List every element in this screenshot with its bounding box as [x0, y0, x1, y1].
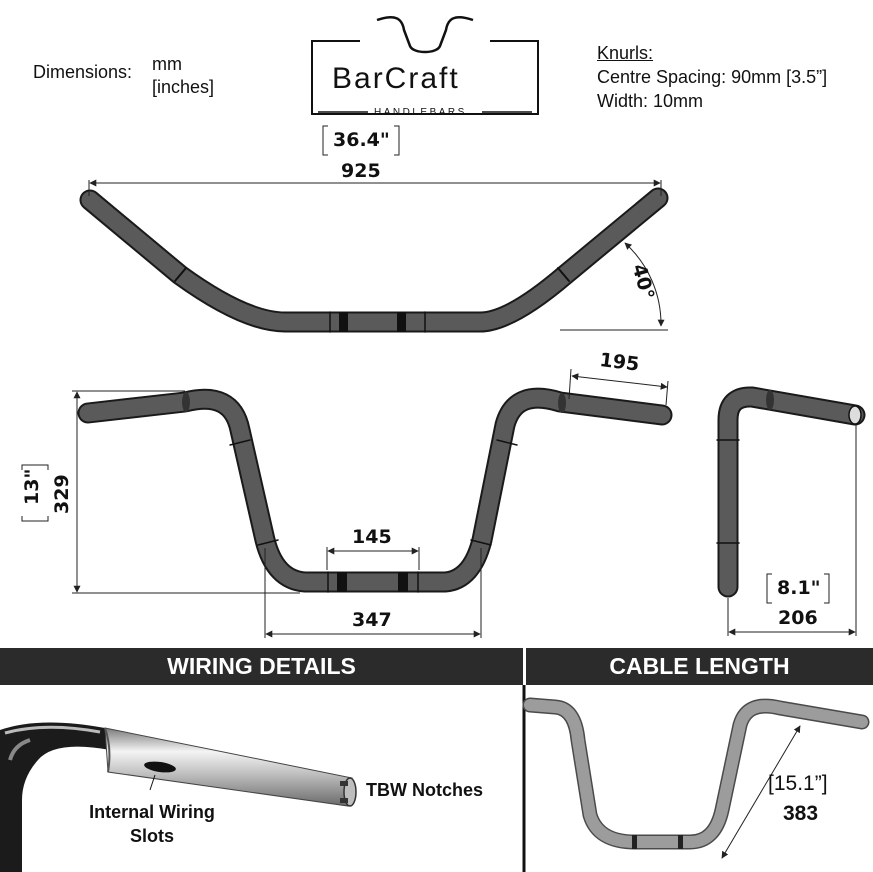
cable-length-inches: [15.1”]	[768, 772, 828, 795]
rear-end-length: 195	[598, 349, 641, 376]
rear-base-width: 347	[352, 609, 392, 631]
side-dimensions	[727, 425, 857, 636]
dimensions-label: Dimensions:	[33, 62, 133, 82]
cable-length-banner: CABLE LENGTH	[526, 648, 873, 685]
brand-logo-text: BarCraft	[332, 62, 460, 95]
angle-dimension	[560, 242, 668, 331]
rear-center-width: 145	[352, 526, 392, 548]
front-width-dimension	[88, 125, 662, 196]
tbw-notches-label: TBW Notches	[366, 780, 483, 800]
side-pullback-inches: 8.1"	[777, 577, 821, 599]
cable-length-mm: 383	[783, 802, 819, 825]
side-view-bar	[716, 386, 866, 598]
units-legend: mm [inches]	[152, 53, 214, 98]
rear-dimensions	[21, 368, 669, 638]
rear-view-bar	[77, 387, 673, 593]
units-mm: mm	[152, 54, 182, 74]
cable-length-title: CABLE LENGTH	[609, 653, 790, 679]
internal-wiring-label-line1: Internal Wiring	[89, 802, 215, 822]
logo-mark	[311, 16, 539, 115]
side-pullback-mm: 206	[778, 607, 818, 629]
internal-wiring-label-line2: Slots	[129, 826, 174, 846]
rear-height-mm: 329	[51, 474, 73, 514]
knurls-width: Width: 10mm	[597, 91, 704, 111]
knurls-title: Knurls:	[597, 43, 654, 63]
wiring-details-banner: WIRING DETAILS	[0, 648, 523, 685]
units-inches: [inches]	[152, 76, 215, 97]
knurls-centre-spacing: Centre Spacing: 90mm [3.5”]	[597, 67, 828, 87]
brand-logo-subtitle: HANDLEBARS	[374, 107, 467, 118]
wiring-detail-photo	[0, 722, 357, 872]
rear-height-inches: 13"	[21, 468, 43, 505]
front-width-mm: 925	[341, 160, 381, 182]
front-view-bar	[79, 187, 669, 333]
wiring-details-title: WIRING DETAILS	[167, 653, 356, 679]
cable-length-diagram	[522, 697, 870, 859]
front-width-inches: 36.4"	[333, 129, 390, 151]
